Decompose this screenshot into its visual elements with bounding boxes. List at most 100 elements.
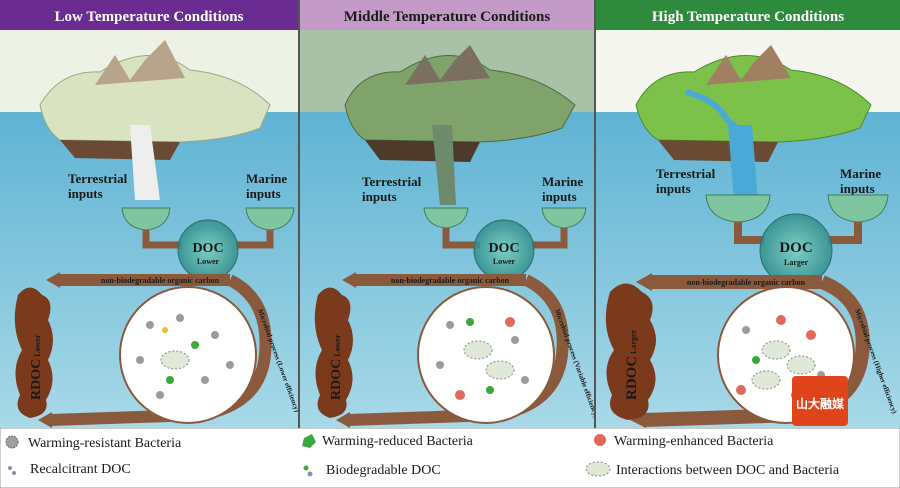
marine-cup [827, 194, 889, 223]
marine-line-1: Marine [246, 171, 287, 186]
warming-resistant-icon [5, 435, 19, 449]
island-cliff [365, 140, 480, 162]
rdoc-size: Lower [33, 334, 42, 357]
carbon-arrowhead [46, 272, 60, 288]
rdoc-label: RDOC Larger [624, 329, 640, 400]
doc-bacteria-interaction [485, 360, 515, 380]
warming-reduced-bacteria [166, 376, 174, 384]
warming-reduced-bacteria [191, 341, 199, 349]
doc-bacteria-interaction [761, 340, 791, 360]
rdoc-label: RDOC Lower [29, 334, 44, 400]
waterfall [432, 125, 456, 205]
legend-item-recalcitrant-doc: Recalcitrant DOC [8, 462, 131, 477]
panel-title: Low Temperature Conditions [55, 9, 244, 25]
pipe-marine [828, 222, 862, 244]
marine-line-2: inputs [840, 181, 875, 196]
warming-enhanced-bacteria [776, 315, 786, 325]
rdoc-text: RDOC [29, 359, 44, 400]
terrestrial-line-2: inputs [656, 181, 691, 196]
terrestrial-line-1: Terrestrial [656, 166, 716, 181]
doc-bacteria-interaction [463, 340, 493, 360]
recalcitrant-doc-icon [12, 471, 16, 475]
mountain [95, 40, 185, 85]
carbon-label: non-biodegradable organic carbon [391, 276, 510, 285]
recalcitrant-doc-icon [8, 466, 12, 470]
legend-label: Recalcitrant DOC [30, 462, 131, 477]
rdoc-column [605, 283, 656, 420]
loop-arrowhead [38, 412, 52, 428]
warming-reduced-bacteria [466, 318, 474, 326]
terrestrial-line-1: Terrestrial [68, 171, 128, 186]
microbe-contents [136, 314, 234, 399]
rdoc-text: RDOC [624, 356, 640, 400]
doc-bacteria-interaction [160, 350, 190, 370]
panel-title-bar [0, 0, 298, 30]
pipe-terrestrial [442, 228, 480, 249]
panel-title: High Temperature Conditions [652, 9, 844, 25]
loop-arrowhead [336, 412, 350, 428]
marine-line-2: inputs [542, 189, 577, 204]
waterfall [130, 125, 160, 200]
panel-divider [594, 0, 596, 428]
resistant-bacteria [226, 361, 234, 369]
resistant-bacteria [511, 336, 519, 344]
warming-enhanced-bacteria [736, 385, 746, 395]
doc-size: Lower [197, 257, 220, 266]
watermark-logo: 山大融媒 [792, 376, 848, 426]
resistant-bacteria [211, 331, 219, 339]
waterfall [728, 125, 758, 200]
legend-label: Warming-resistant Bacteria [28, 436, 182, 451]
rdoc-text: RDOC [329, 359, 344, 400]
legend-item-interactions: Interactions between DOC and Bacteria [585, 461, 840, 478]
microbe-pool [119, 286, 257, 424]
doc-bacteria-interaction [786, 355, 816, 375]
warming-reduced-bacteria [752, 356, 760, 364]
doc-bacteria-interaction [751, 370, 781, 390]
legend-label: Interactions between DOC and Bacteria [616, 463, 840, 478]
legend-label: Warming-enhanced Bacteria [614, 434, 774, 449]
marine-line-1: Marine [542, 174, 583, 189]
mountain [405, 45, 490, 85]
rdoc-size: Lower [333, 334, 342, 357]
rdoc-size: Larger [629, 329, 638, 353]
doc-label: DOC [488, 241, 519, 256]
marine-cup [541, 207, 587, 229]
doc-size: Larger [784, 258, 808, 267]
mountain [706, 45, 791, 85]
doc-size: Lower [493, 257, 516, 266]
terrestrial-cup [423, 207, 469, 229]
marine-cup [245, 207, 295, 231]
resistant-bacteria [176, 314, 184, 322]
pipe-terrestrial [734, 222, 764, 244]
island-cliff [60, 140, 180, 160]
legend: Warming-resistant Bacteria Recalcitrant … [0, 428, 900, 488]
legend-label: Warming-reduced Bacteria [322, 434, 474, 449]
terrestrial-line-1: Terrestrial [362, 174, 422, 189]
warming-enhanced-bacteria [455, 390, 465, 400]
watermark-bg [792, 376, 848, 426]
marine-line-2: inputs [246, 186, 281, 201]
resistant-bacteria [146, 321, 154, 329]
panel-divider [298, 0, 300, 428]
warming-enhanced-icon [594, 434, 606, 446]
resistant-bacteria [742, 326, 750, 334]
resistant-bacteria [201, 376, 209, 384]
island-cliff [658, 140, 778, 162]
biodegradable-doc-icon [307, 471, 313, 477]
legend-item-warming-reduced: Warming-reduced Bacteria [302, 434, 474, 449]
carbon-label: non-biodegradable organic carbon [101, 276, 220, 285]
legend-item-warming-enhanced: Warming-enhanced Bacteria [594, 434, 774, 449]
resistant-bacteria [521, 376, 529, 384]
rdoc-label: RDOC Lower [329, 334, 344, 400]
warming-enhanced-bacteria [806, 330, 816, 340]
legend-item-biodegradable-doc: Biodegradable DOC [303, 463, 441, 478]
panel-title-bar [596, 0, 900, 30]
